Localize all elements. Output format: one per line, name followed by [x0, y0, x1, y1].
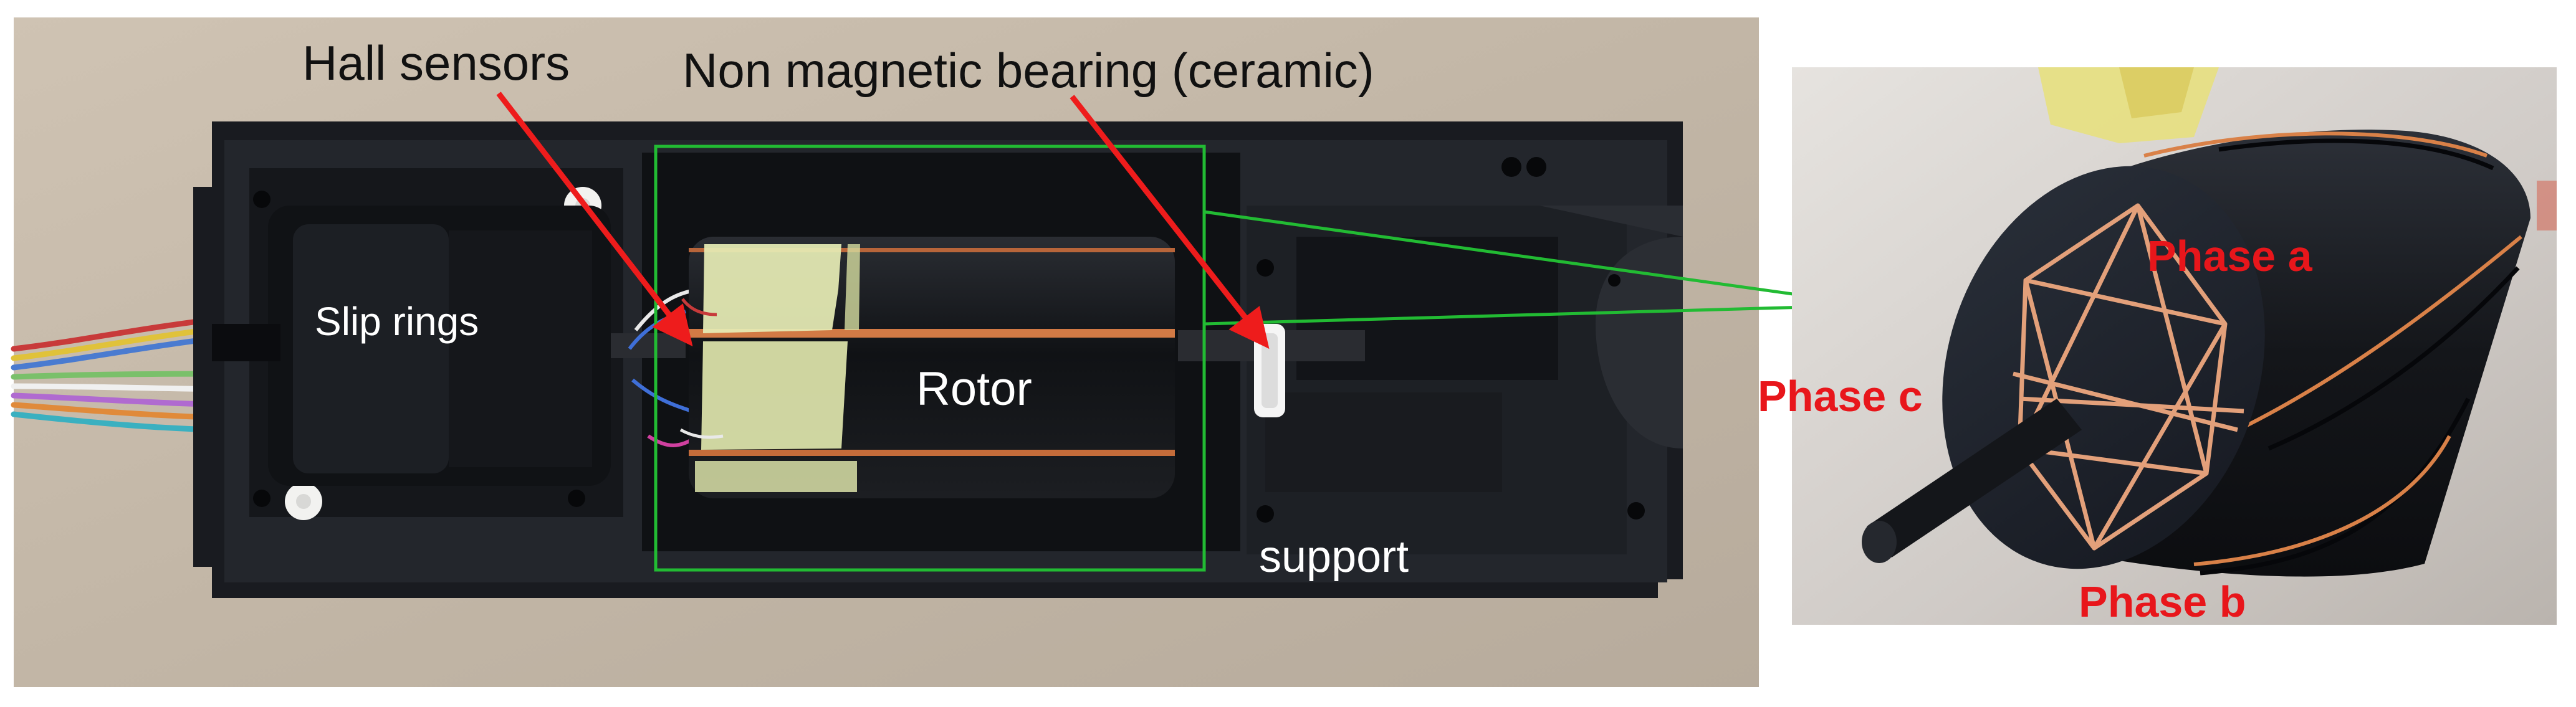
hall-sensors-label: Hall sensors: [302, 36, 570, 90]
slip-rings-label: Slip rings: [315, 299, 479, 344]
left-photo: Slip rings Rotor support: [11, 17, 1874, 687]
bearing-arrowhead-icon: [1228, 306, 1270, 349]
phase-a-label: Phase a: [2147, 232, 2313, 280]
rotor-highlight-box: [654, 145, 1206, 572]
hall-sensors-arrow: [496, 92, 679, 326]
rotor-body: [679, 237, 1175, 498]
phase-b-label: Phase b: [2079, 577, 2246, 626]
bearing-arrow: [1070, 95, 1255, 329]
phase-c-label: Phase c: [1758, 372, 1923, 420]
rotor-label: Rotor: [916, 363, 1032, 415]
right-photo: Phase a Phase b Phase c: [1758, 67, 2557, 626]
support-label: support: [1259, 532, 1409, 582]
hall-sensors-arrowhead-icon: [652, 303, 693, 347]
stator-shaft: [1862, 399, 2082, 563]
zoom-callout-lines: [1204, 210, 1874, 326]
ceramic-bearing: [1254, 324, 1285, 417]
bearing-label: Non magnetic bearing (ceramic): [682, 43, 1374, 98]
slip-rings-assembly: [212, 206, 611, 486]
stator-cylinder: [1862, 130, 2531, 577]
label-arrows: [496, 92, 1270, 349]
